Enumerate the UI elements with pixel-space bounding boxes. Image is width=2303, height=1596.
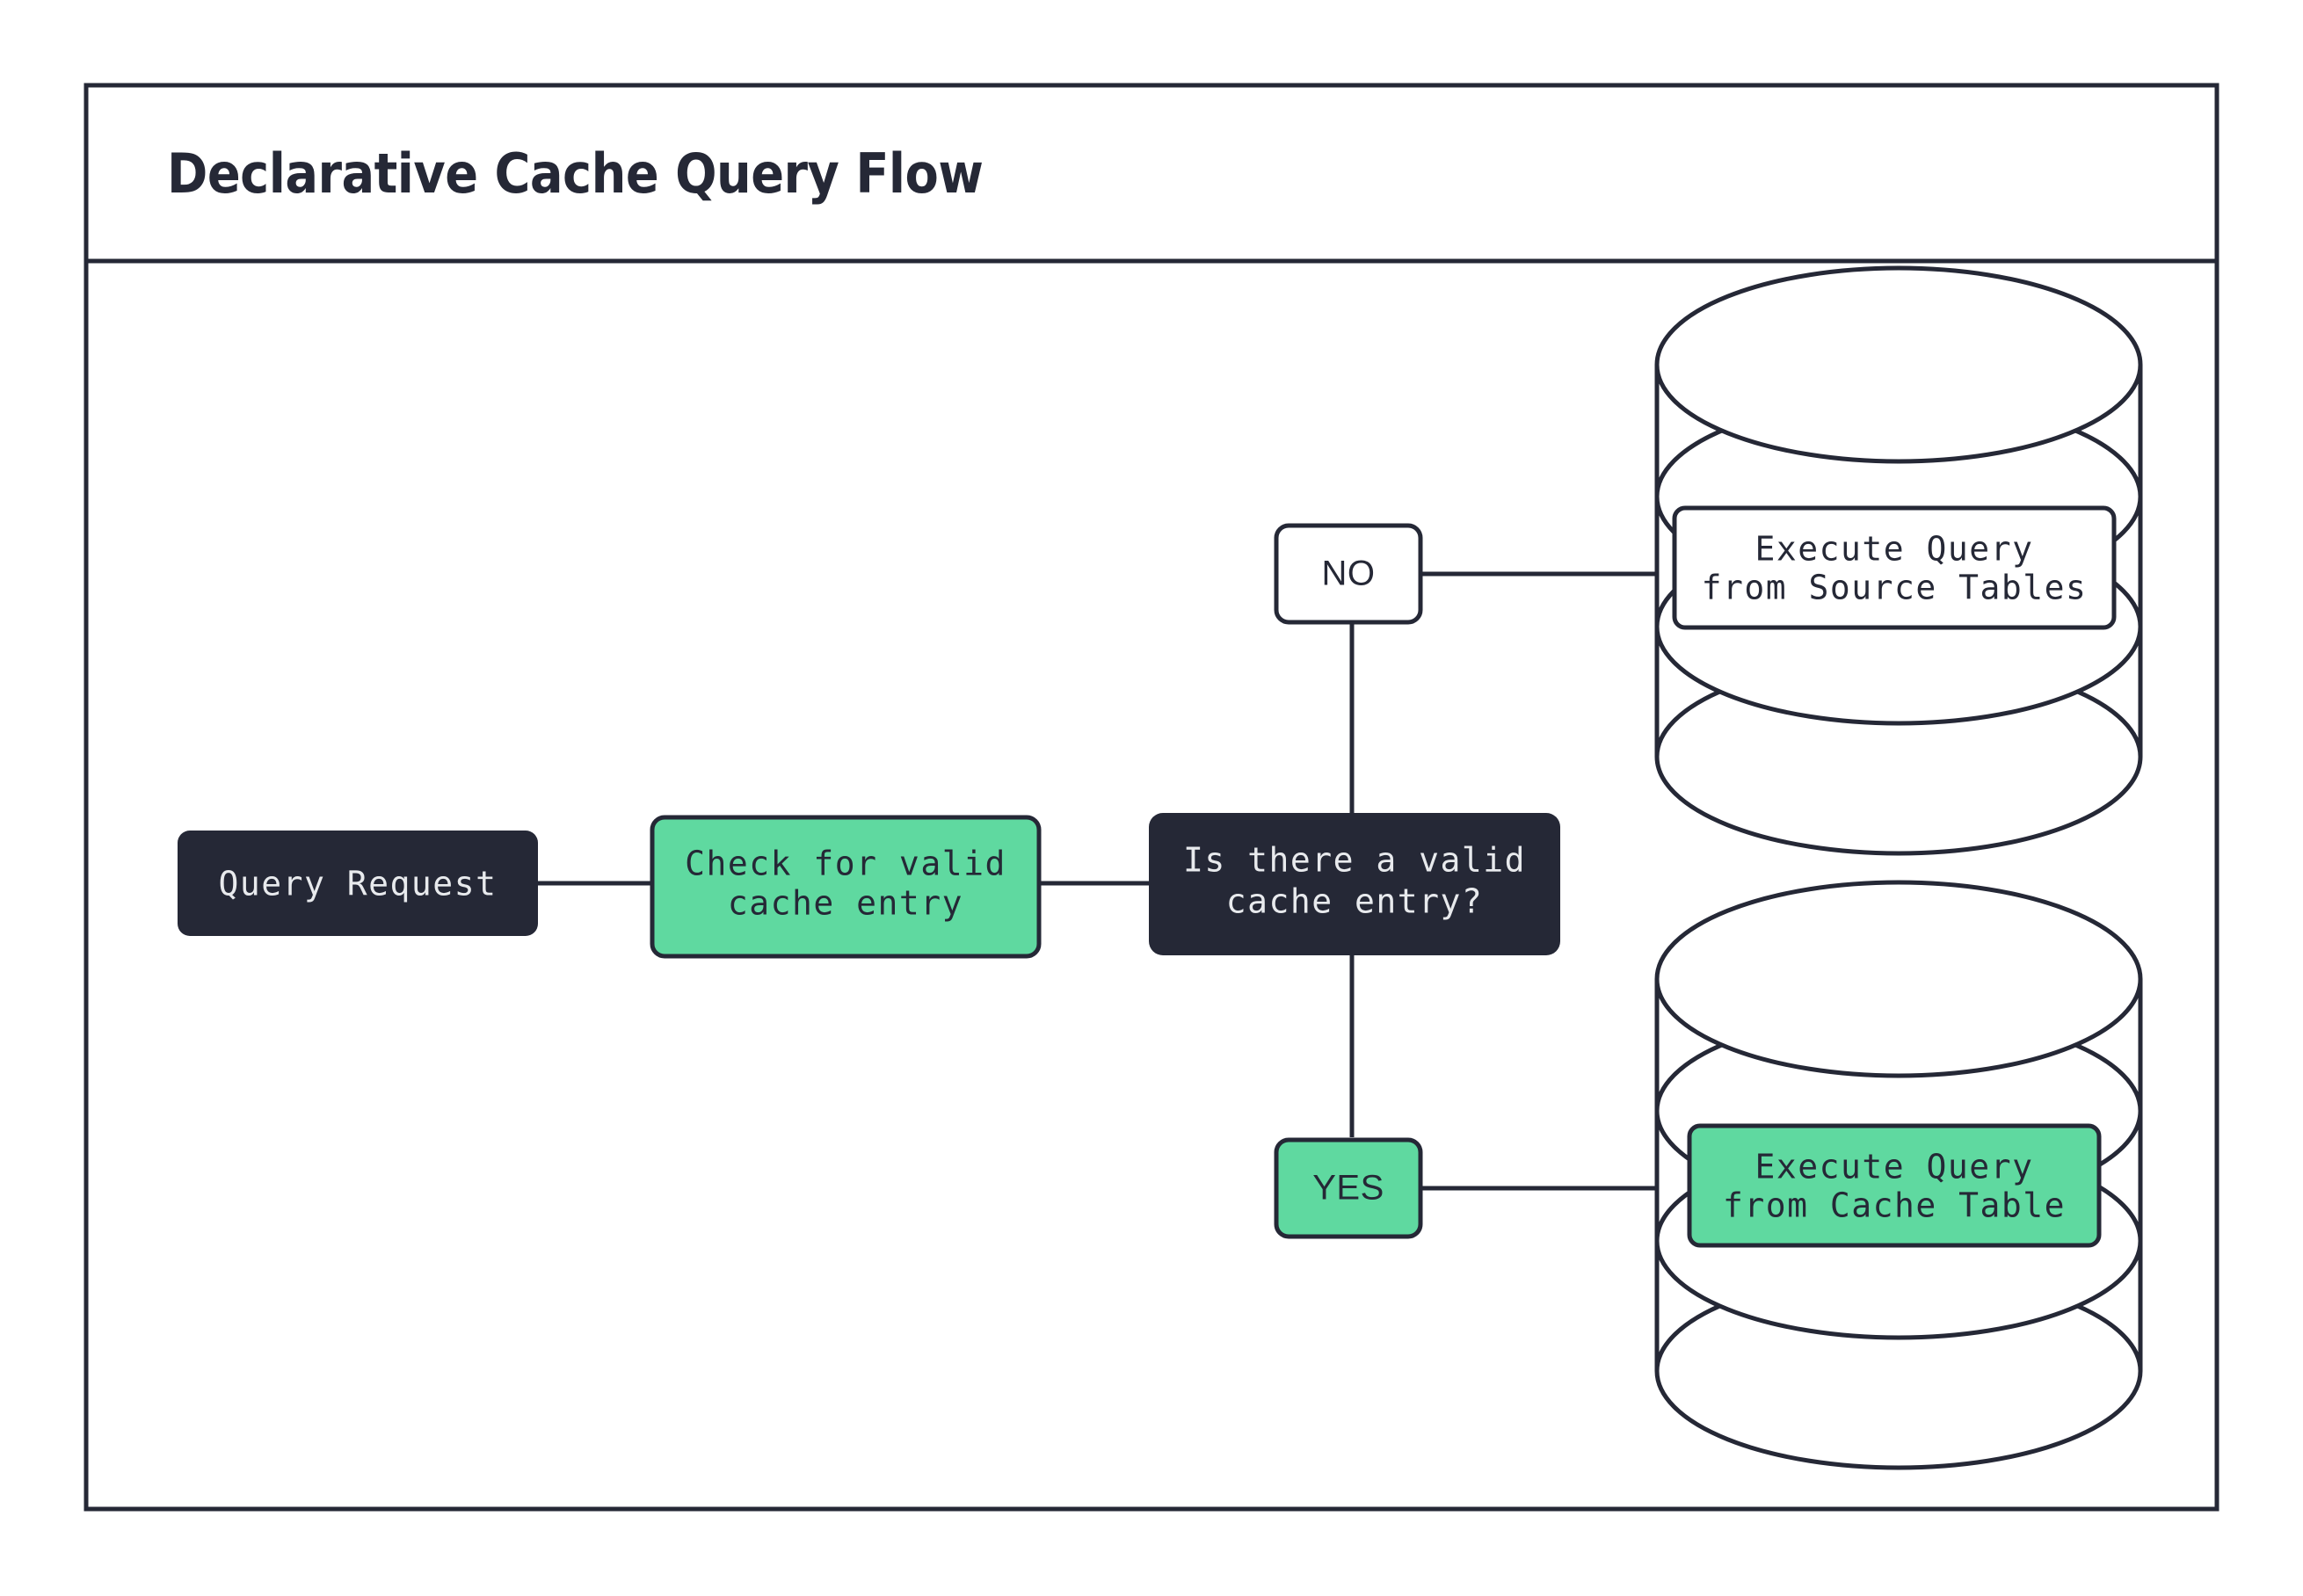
check-cache-label-line2: cache entry	[728, 884, 963, 923]
source-db-disk-1	[1654, 265, 2143, 464]
source-db-label-box	[1672, 505, 2117, 630]
query-request-node[interactable]: Query Request	[178, 831, 538, 936]
source-database-cylinder[interactable]: Execute Query from Source Tables	[1654, 265, 2143, 856]
edge-group	[536, 571, 1657, 1191]
decision-label-line2: cache entry?	[1226, 882, 1484, 921]
cache-database-cylinder[interactable]: Execute Query from Cache Table	[1654, 880, 2143, 1470]
branch-yes-box	[1274, 1137, 1423, 1239]
decision-box	[1149, 813, 1560, 955]
cache-db-label-line2: from Cache Table	[1723, 1186, 2066, 1225]
source-db-label-line2: from Source Tables	[1702, 569, 2088, 607]
branch-no-node[interactable]: NO	[1274, 523, 1423, 625]
source-db-label-line1: Execute Query	[1755, 530, 2034, 569]
check-cache-label-line1: Check for valid	[685, 845, 1006, 883]
check-cache-box	[650, 815, 1042, 959]
branch-yes-label: YES	[1312, 1169, 1384, 1208]
check-cache-node[interactable]: Check for valid cache entry	[650, 815, 1042, 959]
decision-node[interactable]: Is there a valid cache entry?	[1149, 813, 1560, 955]
cache-db-label-box	[1687, 1123, 2102, 1248]
cache-db-label-line1: Execute Query	[1755, 1148, 2034, 1186]
cache-db-disk-1	[1654, 880, 2143, 1078]
branch-no-label: NO	[1322, 555, 1376, 593]
query-request-box	[178, 831, 538, 936]
branch-yes-node[interactable]: YES	[1274, 1137, 1423, 1239]
page-title: Declarative Cache Query Flow	[167, 141, 983, 206]
decision-label-line1: Is there a valid	[1183, 841, 1526, 880]
query-request-label: Query Request	[219, 865, 498, 903]
branch-no-box	[1274, 523, 1423, 625]
